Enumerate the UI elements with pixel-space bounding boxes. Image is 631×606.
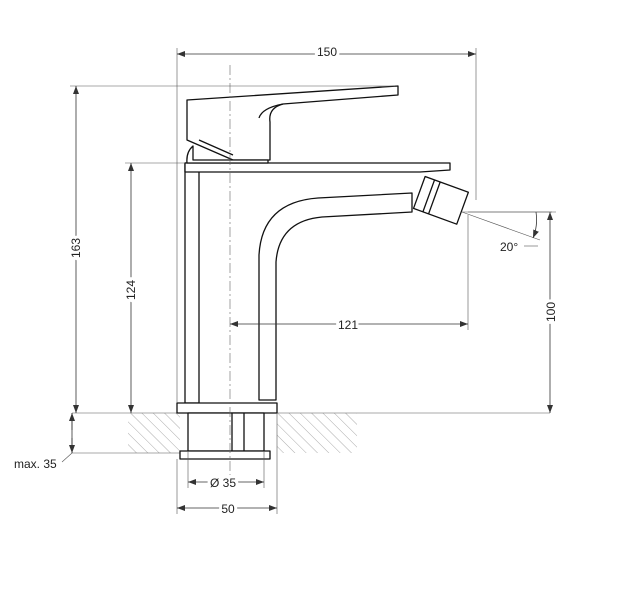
dimension-overall-height: 163: [66, 85, 395, 413]
nozzle-ring-1: [422, 179, 436, 213]
faucet-body: [176, 65, 470, 475]
countertop-hatch-left: [128, 413, 180, 453]
dimension-base-width: 50: [176, 413, 278, 519]
dimension-hole-diameter: Ø 35: [187, 451, 265, 493]
dim-label-100: 100: [544, 302, 558, 322]
base-ring: [176, 402, 278, 414]
mounting-shank: [187, 412, 265, 452]
cartridge-neck: [186, 145, 269, 164]
dim-label-150: 150: [317, 45, 337, 59]
dimension-overall-width: 150: [176, 42, 477, 403]
countertop-hatch-right: [277, 413, 357, 453]
nozzle: [412, 175, 470, 225]
dimension-spout-height: 124: [121, 162, 185, 413]
dim-label-50: 50: [221, 502, 235, 516]
dim-label-124: 124: [124, 280, 138, 300]
dimension-nozzle-angle: 20°: [461, 211, 552, 254]
top-cover: [184, 162, 451, 173]
dim-label-121: 121: [338, 318, 358, 332]
dim-label-diameter-35: Ø 35: [210, 476, 236, 490]
dim-label-20-degrees: 20°: [500, 240, 518, 254]
main-column: [184, 162, 200, 404]
lever-detail: [198, 103, 284, 156]
dimension-spout-reach: 121: [230, 215, 469, 335]
dimension-mount-thickness: max. 35: [14, 413, 75, 471]
nozzle-body: [412, 175, 470, 225]
countertop: [72, 412, 550, 454]
dim-label-163: 163: [69, 238, 83, 258]
dim-label-max-35: max. 35: [14, 457, 57, 471]
spout: [258, 192, 413, 401]
nozzle-ring-2: [427, 181, 441, 215]
lock-nut: [179, 450, 271, 460]
